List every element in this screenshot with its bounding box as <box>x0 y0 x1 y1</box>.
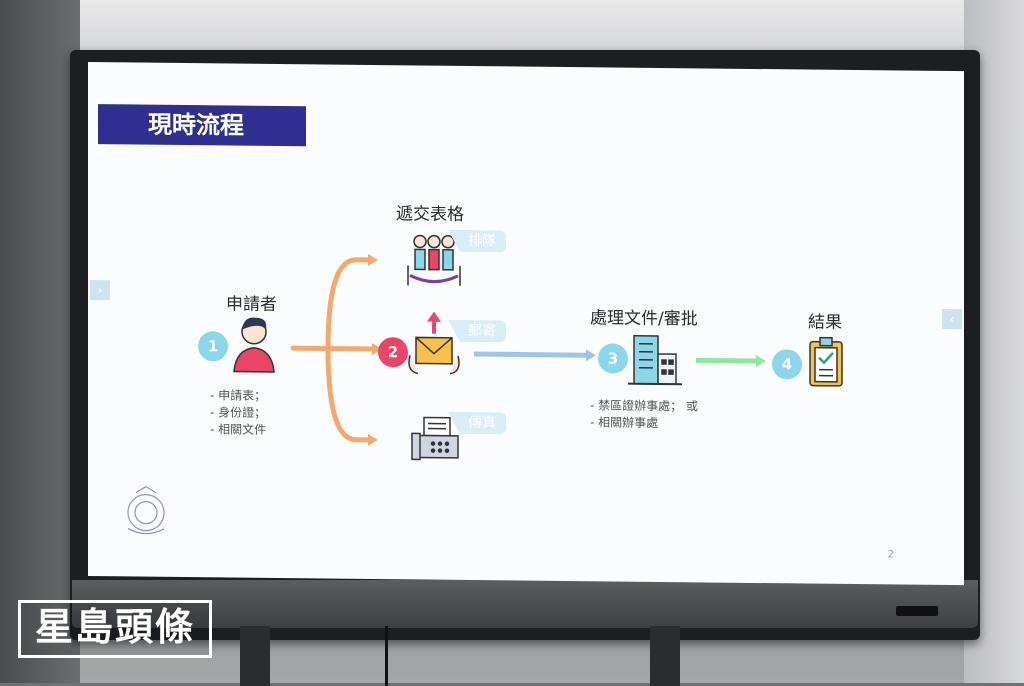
step-1-circle: 1 <box>198 331 228 361</box>
result-label: 結果 <box>808 308 842 333</box>
processing-note: - 相關辦事處 <box>590 414 698 432</box>
tv-stand-left <box>240 626 270 686</box>
tv-cable <box>385 626 388 686</box>
police-crest-icon <box>128 486 164 533</box>
applicant-note: - 申請表； <box>210 387 266 405</box>
applicant-label: 申請者 <box>226 289 277 315</box>
result-checklist-icon <box>810 338 842 386</box>
applicant-note: - 身份證； <box>210 404 266 422</box>
step-2-circle: 2 <box>378 337 408 367</box>
tv-buttons <box>896 606 938 616</box>
applicant-note: - 相關文件 <box>210 421 266 439</box>
step-3-circle: 3 <box>598 343 628 373</box>
queue-icon <box>408 235 460 286</box>
slide-screen: 現時流程 › ‹ <box>88 62 964 585</box>
processing-label: 處理文件/審批 <box>590 303 698 329</box>
submit-form-label: 遞交表格 <box>396 199 464 225</box>
tv-stand-right <box>650 626 680 686</box>
step-4-circle: 4 <box>772 349 802 379</box>
applicant-notes: - 申請表； - 身份證； - 相關文件 <box>210 387 266 439</box>
news-watermark: 星島頭條 <box>18 600 212 658</box>
office-building-icon <box>628 336 682 385</box>
processing-notes: - 禁區證辦事處； 或 - 相關辦事處 <box>590 397 698 432</box>
page-number: 2 <box>888 549 894 560</box>
fax-icon <box>412 417 458 459</box>
processing-note: - 禁區證辦事處； 或 <box>590 397 698 415</box>
wall-left <box>0 0 80 683</box>
applicant-icon <box>234 317 274 372</box>
